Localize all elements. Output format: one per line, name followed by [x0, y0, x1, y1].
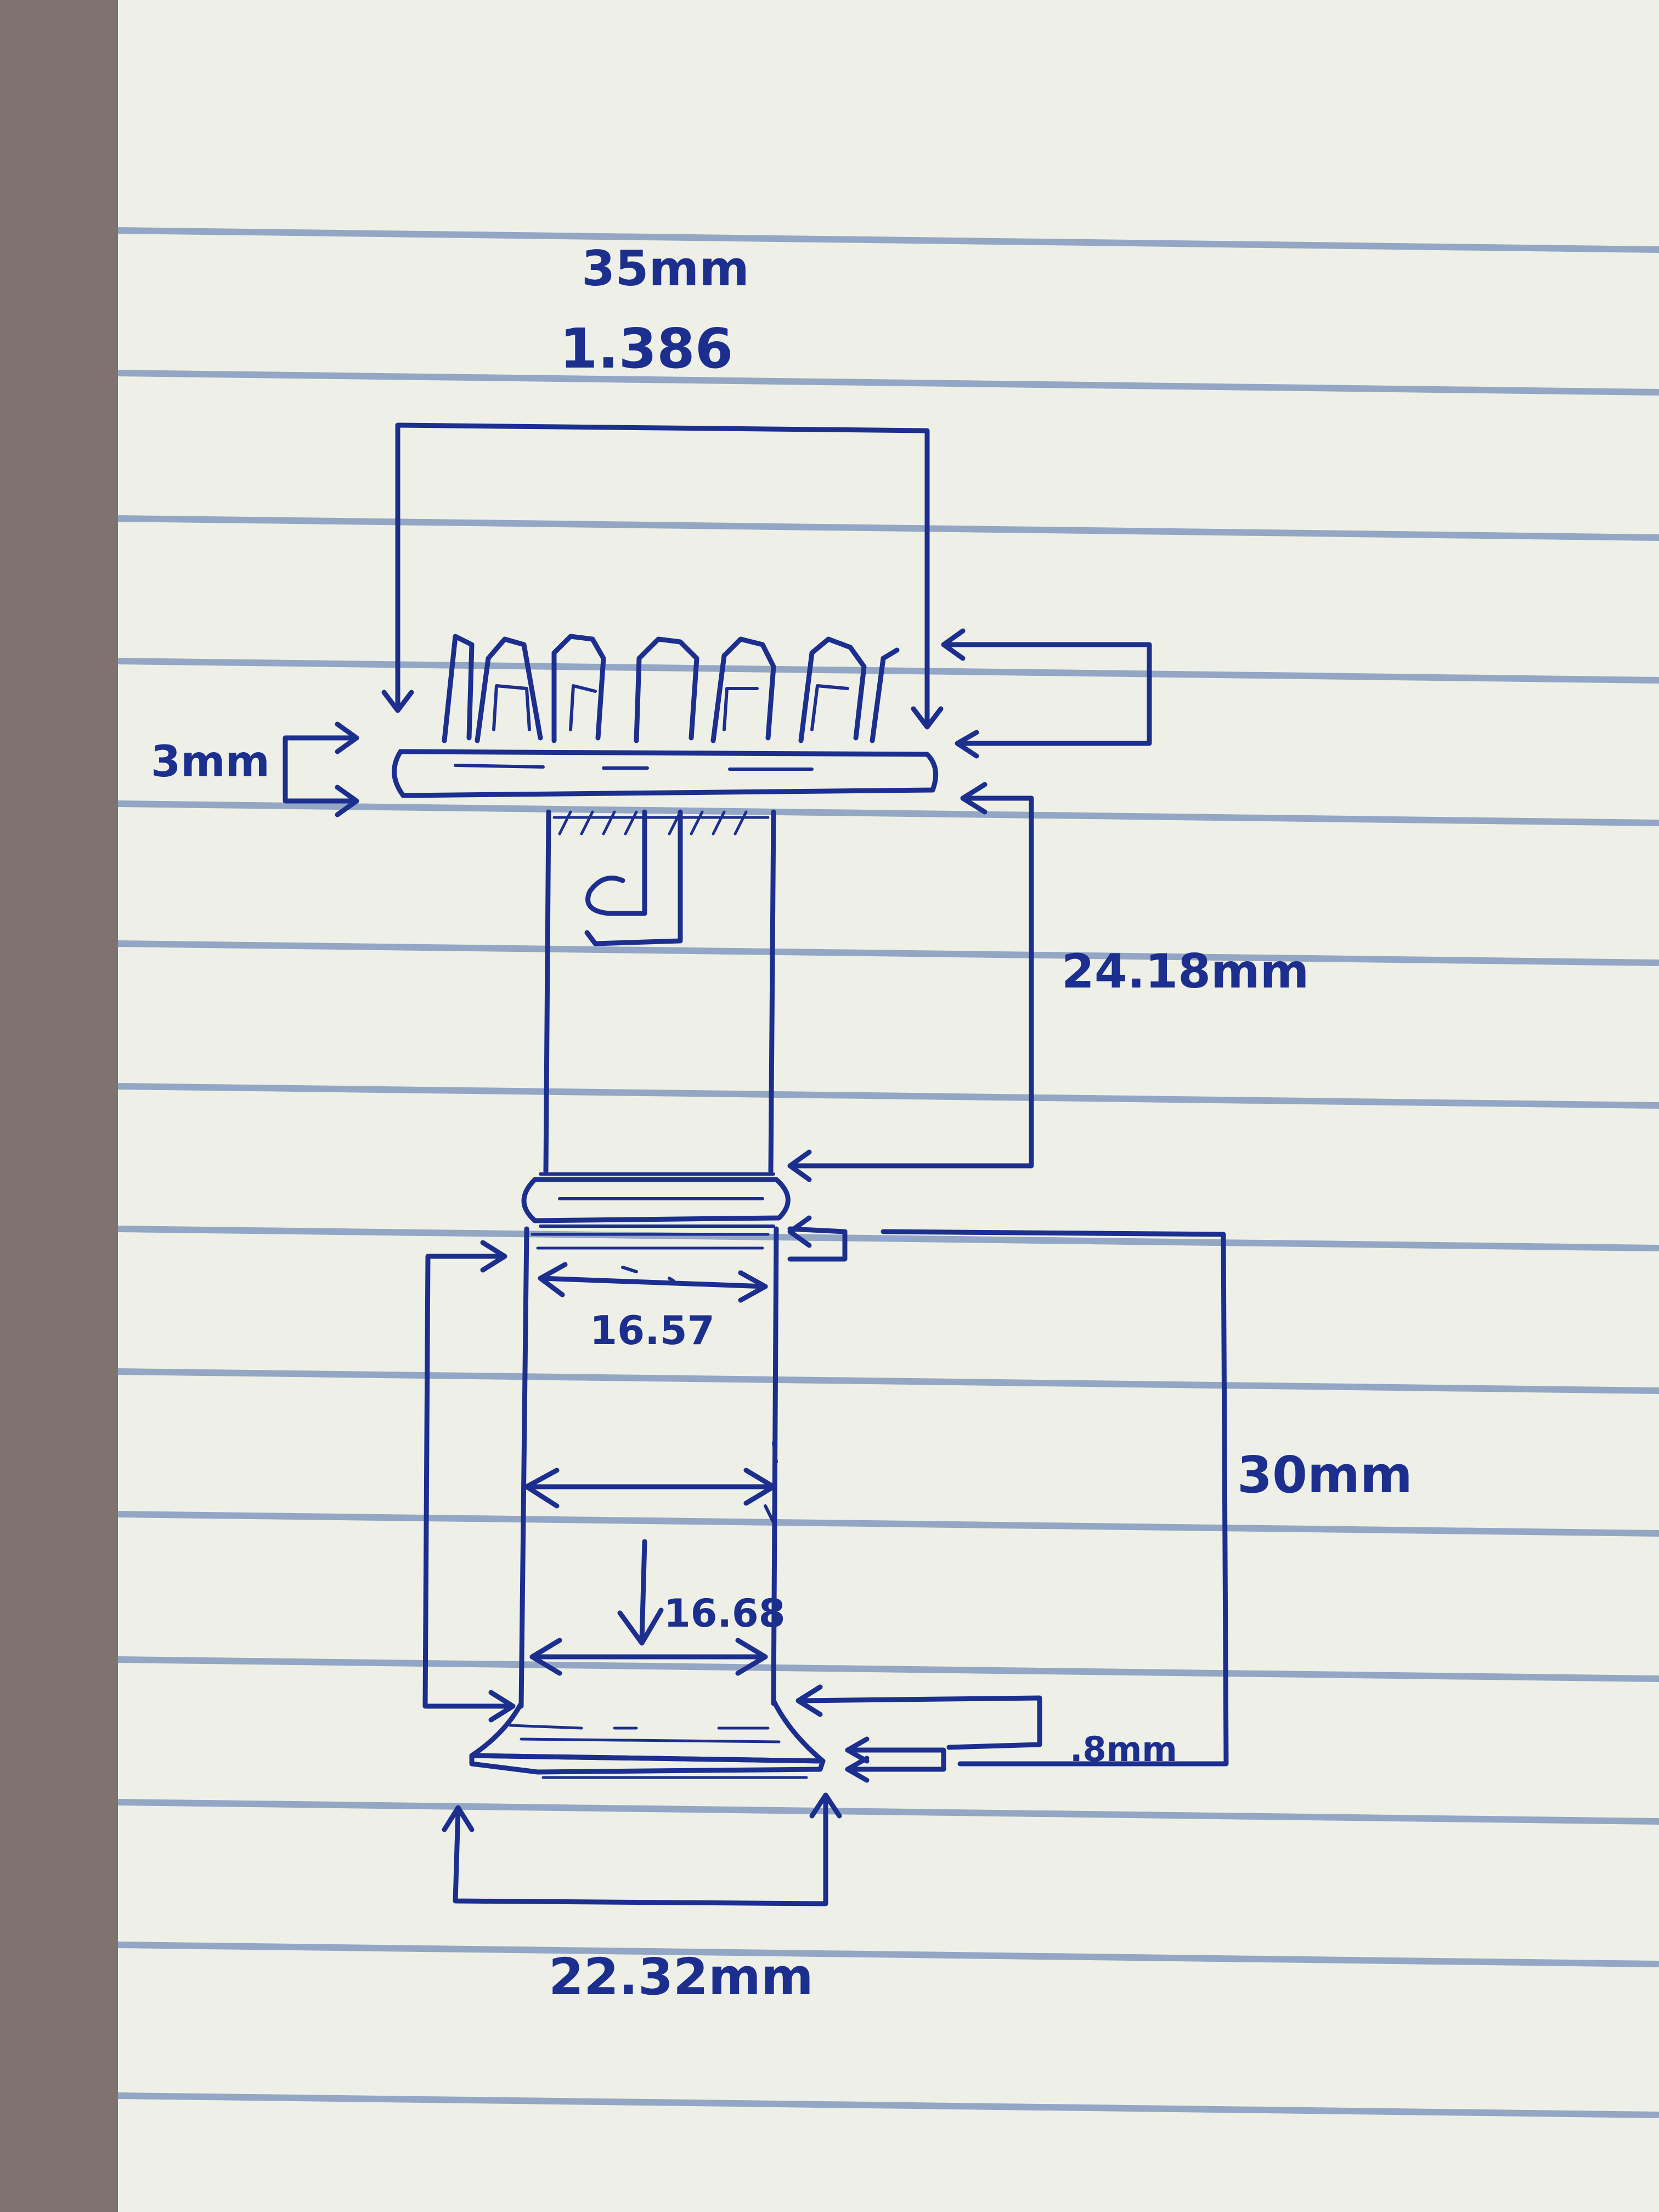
upper-inner-width-label: 16.57 — [590, 1307, 715, 1353]
ruled-line — [117, 1083, 1659, 1109]
arrow-head — [735, 1638, 768, 1676]
arrow-head — [845, 1756, 870, 1783]
top-width-bracket — [395, 422, 930, 727]
ruled-line — [117, 1511, 1659, 1537]
tick-mark — [764, 1441, 778, 1524]
upper-height-bracket — [787, 795, 1034, 1169]
flange-plate — [392, 749, 939, 798]
arrow-head — [941, 628, 966, 661]
collar-ring-shading — [539, 1172, 775, 1228]
ruled-line — [117, 227, 1659, 253]
paper-sheet — [118, 0, 1659, 2212]
part-sketch — [283, 422, 1229, 1906]
ruled-line — [117, 1799, 1659, 1825]
upper-height-label: 24.18mm — [1062, 944, 1309, 999]
arrow-head — [335, 721, 359, 754]
ruled-line — [117, 1942, 1659, 1967]
ruled-line — [117, 370, 1659, 396]
ruled-line — [117, 1656, 1659, 1682]
arrow-head — [538, 1262, 568, 1297]
arrow-head — [529, 1638, 562, 1676]
lower-inner-width-label: 16.68 — [664, 1591, 785, 1636]
base-width-bracket — [453, 1794, 828, 1906]
arrow-head — [787, 1149, 812, 1182]
top-width-in-label: 1.386 — [560, 317, 733, 381]
ruled-line — [117, 2092, 1659, 2118]
base-plate — [469, 1753, 826, 1775]
upper-body — [543, 809, 776, 1174]
down-arrow — [617, 1539, 664, 1646]
base-lip-bracket — [798, 1695, 1042, 1750]
base-lip-bracket-lower — [845, 1747, 946, 1772]
lower-height-label: 30mm — [1237, 1446, 1413, 1504]
base-width-label: 22.32mm — [549, 1948, 814, 2006]
base-shading — [509, 1724, 808, 1779]
arrow-head — [480, 1240, 507, 1273]
arrow-head — [442, 1805, 475, 1832]
tick-mark — [621, 1266, 675, 1283]
lower-height-bracket-right — [881, 1229, 1229, 1767]
flange-dim-bracket — [941, 642, 1152, 746]
ruled-line — [117, 1226, 1659, 1251]
lower-body-top-shade — [531, 1233, 770, 1250]
base-lip-label: .8mm — [1070, 1729, 1177, 1769]
ruled-line — [117, 658, 1659, 684]
arrow-head — [787, 1215, 812, 1248]
arrow-head — [795, 1684, 823, 1717]
arrow-head — [488, 1690, 516, 1723]
arrow-head — [809, 1792, 842, 1819]
thickness-bracket — [283, 735, 357, 804]
arrow-head — [960, 782, 988, 815]
ruled-lines — [117, 227, 1659, 2118]
gear-teeth — [442, 634, 900, 743]
collar-ring — [521, 1177, 791, 1223]
arrow-head — [955, 730, 979, 759]
flange-thickness-label: 3mm — [151, 737, 270, 787]
arrow-head — [738, 1270, 768, 1303]
top-width-mm-label: 35mm — [582, 240, 749, 297]
ruled-line — [117, 800, 1659, 826]
upper-inner-width-arrow — [538, 1276, 768, 1289]
annotations: 35mm 1.386 3mm 24.18mm 16.57 30mm 16.68 … — [151, 240, 1413, 2006]
flange-hatch — [454, 764, 814, 771]
arrow-head — [524, 1468, 560, 1509]
arrow-head — [381, 690, 414, 713]
upper-body-hatch — [552, 810, 770, 836]
lower-height-bracket-left — [422, 1254, 513, 1709]
tick-bracket — [787, 1226, 848, 1262]
ruled-line — [117, 515, 1659, 541]
keyway-slot — [584, 809, 683, 946]
lower-body — [518, 1226, 779, 1709]
arrow-head — [743, 1468, 776, 1506]
ruled-line — [117, 1368, 1659, 1394]
arrow-head — [911, 706, 944, 730]
arrow-head — [335, 785, 359, 817]
ruled-line — [117, 940, 1659, 966]
arrow-head — [845, 1736, 870, 1764]
